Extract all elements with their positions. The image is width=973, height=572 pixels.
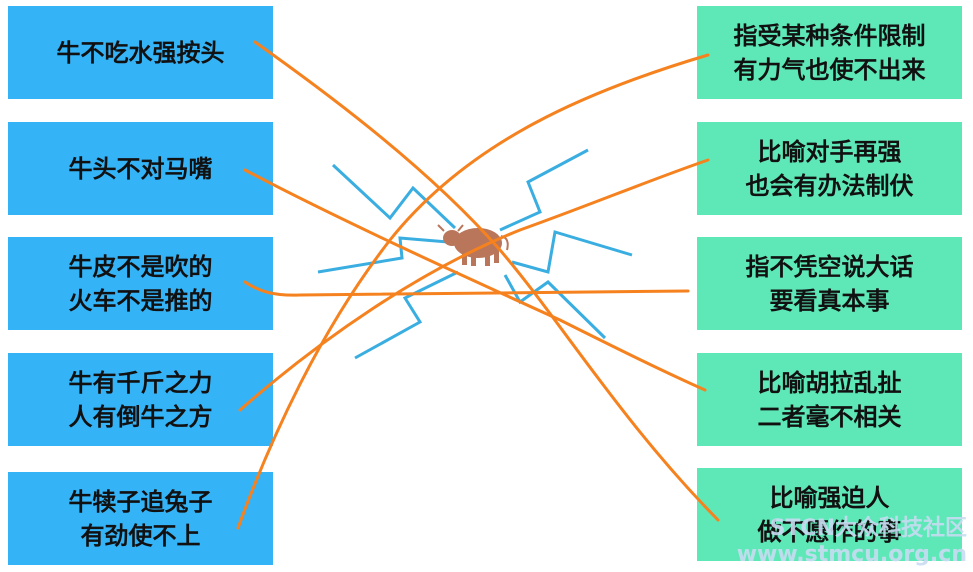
ox-icon [437, 224, 509, 266]
card-line: 有力气也使不出来 [733, 55, 926, 84]
watermark-url: www.stmcu.org.cn [736, 542, 967, 567]
card-line: 要看真本事 [769, 286, 890, 315]
card-line: 牛有千斤之力 [68, 368, 213, 397]
left-card-3[interactable]: 牛皮不是吹的火车不是推的 [8, 237, 273, 330]
site-watermark: STCN大众科技社区 www.stmcu.org.cn [737, 516, 967, 568]
card-text: 指受某种条件限制有力气也使不出来 [734, 19, 926, 87]
right-card-3[interactable]: 指不凭空说大话要看真本事 [697, 237, 962, 330]
card-line: 指不凭空说大话 [745, 252, 914, 281]
left-card-2[interactable]: 牛头不对马嘴 [8, 122, 273, 215]
card-line: 牛头不对马嘴 [68, 154, 213, 183]
lightning-bolt [331, 163, 457, 230]
card-text: 比喻胡拉乱扯二者毫不相关 [758, 366, 902, 434]
card-line: 比喻强迫人 [769, 483, 890, 512]
card-line: 人有倒牛之方 [68, 402, 213, 431]
left-card-4[interactable]: 牛有千斤之力人有倒牛之方 [8, 353, 273, 446]
card-line: 牛不吃水强按头 [56, 38, 225, 67]
lightning-bolt [511, 230, 633, 274]
card-text: 牛有千斤之力人有倒牛之方 [69, 366, 213, 434]
card-text: 牛头不对马嘴 [69, 152, 213, 186]
card-text: 牛皮不是吹的火车不是推的 [69, 250, 213, 318]
left-card-5[interactable]: 牛犊子追兔子有劲使不上 [8, 472, 273, 565]
card-line: 火车不是推的 [68, 286, 213, 315]
card-line: 比喻胡拉乱扯 [757, 368, 902, 397]
card-text: 指不凭空说大话要看真本事 [746, 250, 914, 318]
right-card-1[interactable]: 指受某种条件限制有力气也使不出来 [697, 6, 962, 99]
card-text: 比喻强迫人做不愿作的事 [758, 481, 902, 549]
lightning-bolt [503, 274, 607, 340]
lightning-bolt [499, 148, 589, 232]
watermark-title: STCN大众科技社区 [769, 516, 967, 541]
connector-line [243, 168, 707, 392]
card-line: 指受某种条件限制 [733, 21, 926, 50]
right-card-5[interactable]: 比喻强迫人做不愿作的事 [697, 468, 962, 561]
connector-line [243, 280, 690, 297]
connector-line [238, 158, 710, 412]
card-line: 牛犊子追兔子 [68, 487, 213, 516]
lightning-bolt [354, 270, 459, 360]
card-line: 做不愿作的事 [757, 517, 902, 546]
lightning-bolt [317, 236, 449, 274]
connector-line [236, 53, 710, 530]
connector-line [253, 40, 720, 522]
connector-lines [236, 40, 720, 530]
card-line: 也会有办法制伏 [745, 171, 914, 200]
card-text: 比喻对手再强也会有办法制伏 [746, 135, 914, 203]
left-card-1[interactable]: 牛不吃水强按头 [8, 6, 273, 99]
card-line: 牛皮不是吹的 [68, 252, 213, 281]
card-line: 比喻对手再强 [757, 137, 902, 166]
card-line: 二者毫不相关 [757, 402, 902, 431]
card-line: 有劲使不上 [80, 521, 201, 550]
right-card-4[interactable]: 比喻胡拉乱扯二者毫不相关 [697, 353, 962, 446]
card-text: 牛犊子追兔子有劲使不上 [69, 485, 213, 553]
card-text: 牛不吃水强按头 [57, 36, 225, 70]
right-card-2[interactable]: 比喻对手再强也会有办法制伏 [697, 122, 962, 215]
